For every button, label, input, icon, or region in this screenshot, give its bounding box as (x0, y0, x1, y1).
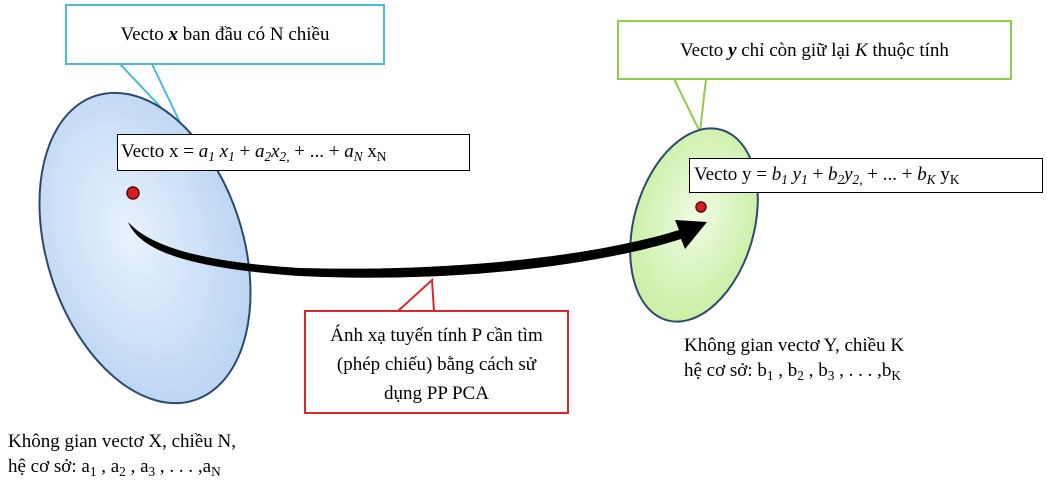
var-y1-sub: 1 (801, 171, 808, 187)
space-x-ellipse (38, 91, 252, 405)
basis-b2-sub: 2 (797, 367, 804, 383)
formula-y: Vecto y = b1 y1 + b2y2, + ... + bK yK (689, 158, 1043, 193)
basis-aN-sub: N (211, 463, 221, 479)
space-x-title: Không gian vectơ X, chiều N, (8, 431, 236, 452)
plus-dots-y: + ... + (862, 164, 918, 185)
callout-mapping-line2: (phép chiếu) bằng cách sử (336, 354, 537, 375)
callout-x-post: ban đầu có N chiều (178, 24, 330, 45)
coef-b1: b (771, 164, 782, 185)
var-x2: x (271, 141, 280, 162)
callout-y-intro: Vecto y chỉ còn giữ lại K thuộc tính (617, 20, 1012, 80)
basis-a1: a (81, 456, 90, 477)
callout-x-var: x (168, 24, 179, 45)
basis-a2-sub: 2 (119, 463, 126, 479)
basis-a3: a (140, 456, 149, 477)
sep-x-2: , (125, 456, 141, 477)
plus-1-y: + (807, 164, 828, 185)
var-y2-sub: 2, (852, 171, 863, 187)
sep-x-1: , (96, 456, 111, 477)
callout-mapping-line1: Ánh xạ tuyến tính P cần tìm (330, 325, 543, 346)
coef-a1-sub: 1 (208, 148, 215, 164)
basis-a2: a (110, 456, 120, 477)
point-y (695, 201, 707, 213)
mapping-arrow (128, 220, 707, 278)
basis-b2: b (787, 360, 798, 381)
basis-aN: a (202, 456, 212, 477)
plus-1: + (234, 141, 255, 162)
basis-b3: b (818, 360, 828, 381)
coef-aN: a (344, 141, 354, 162)
var-xN-sub: N (376, 148, 387, 164)
sep-2: , (803, 360, 819, 381)
coef-aN-sub: N (353, 148, 363, 164)
plus-dots: + ... + (289, 141, 345, 162)
space-y-label: Không gian vectơ Y, chiều K hệ cơ sở: b1… (684, 333, 904, 383)
basis-bK-sub: K (891, 367, 901, 383)
point-x (126, 186, 140, 200)
red-callout-tail (395, 277, 436, 312)
green-callout-tail (672, 78, 708, 136)
basis-a3-sub: 3 (148, 463, 156, 479)
var-xN: x (367, 141, 377, 162)
coef-bK: b (917, 164, 927, 185)
var-x1: x (219, 141, 229, 162)
space-x-label: Không gian vectơ X, chiều N, hệ cơ sở: a… (8, 429, 236, 479)
sep-3: , . . . , (834, 360, 882, 381)
callout-y-post: thuộc tính (867, 40, 949, 61)
coef-a2-sub: 2 (264, 148, 272, 164)
coef-b2-sub: 2 (837, 171, 845, 187)
basis-b1: b (757, 360, 767, 381)
var-yK: y (940, 164, 950, 185)
var-yK-sub: K (949, 171, 960, 187)
callout-mapping-line3: dụng PP PCA (384, 383, 489, 404)
space-y-basis: hệ cơ sở: b1 , b2 , b3 , . . . ,bK (684, 358, 904, 383)
callout-x-pre: Vecto (120, 24, 169, 45)
callout-x-intro: Vecto x ban đầu có N chiều (65, 4, 385, 65)
sep-1: , (773, 360, 788, 381)
space-x-basis-prefix: hệ cơ sở: (8, 456, 82, 477)
var-y1: y (792, 164, 802, 185)
coef-a2: a (254, 141, 265, 162)
space-x-basis: hệ cơ sở: a1 , a2 , a3 , . . . ,aN (8, 454, 236, 479)
sep-x-3: , . . . , (155, 456, 203, 477)
coef-a1: a (198, 141, 209, 162)
basis-a1-sub: 1 (89, 463, 97, 479)
basis-b3-sub: 3 (827, 367, 835, 383)
callout-y-k: K (854, 40, 868, 61)
coef-b2: b (827, 164, 838, 185)
var-x1-sub: 1 (228, 148, 235, 164)
coef-b1-sub: 1 (781, 171, 788, 187)
callout-y-pre: Vecto (680, 40, 729, 61)
var-y2: y (844, 164, 853, 185)
callout-y-var: y (728, 40, 737, 61)
formula-x-lead: Vecto x = (121, 141, 199, 162)
callout-mapping: Ánh xạ tuyến tính P cần tìm (phép chiếu)… (304, 310, 569, 414)
formula-x: Vecto x = a1 x1 + a2x2, + ... + aN xN (117, 134, 470, 171)
space-y-title: Không gian vectơ Y, chiều K (684, 335, 905, 356)
coef-bK-sub: K (926, 171, 936, 187)
formula-y-lead: Vecto y = (694, 164, 772, 185)
basis-bK: b (881, 360, 892, 381)
basis-b1-sub: 1 (766, 367, 774, 383)
var-x2-sub: 2, (279, 148, 290, 164)
space-y-basis-prefix: hệ cơ sở: (684, 360, 758, 381)
callout-y-mid: chỉ còn giữ lại (736, 40, 855, 61)
